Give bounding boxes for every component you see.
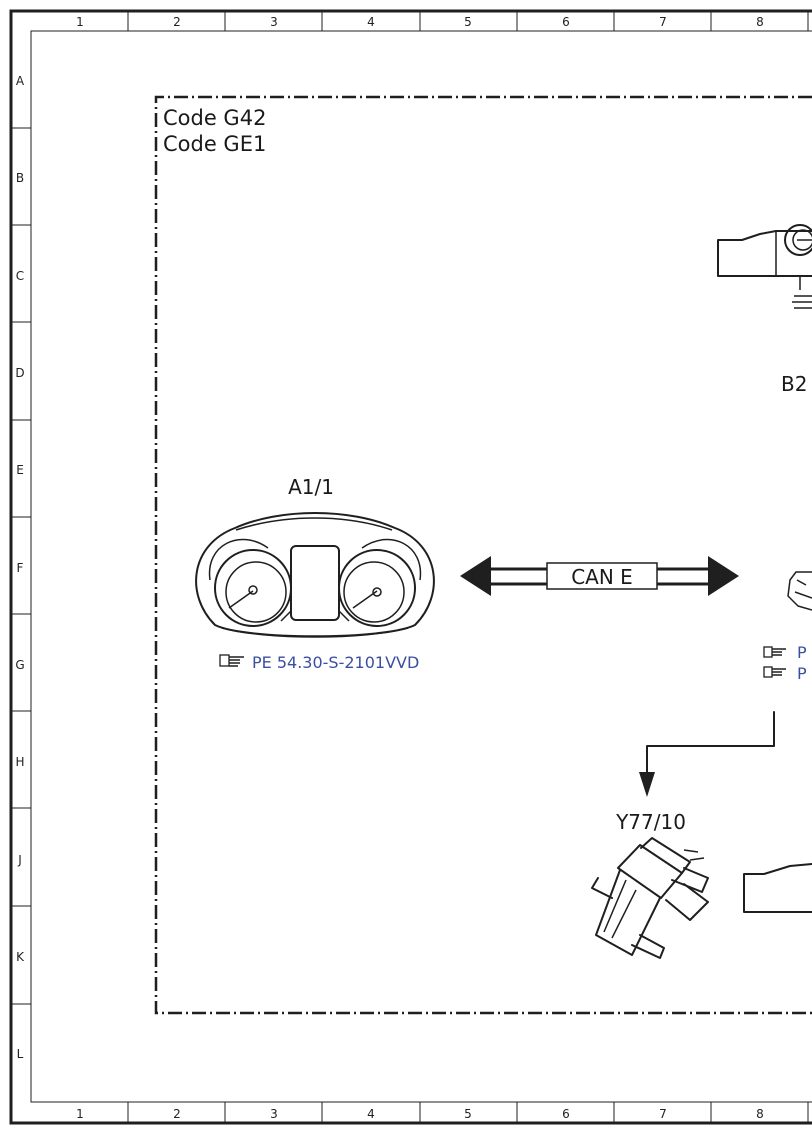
right-reference-links[interactable]: P P [763,643,807,683]
control-line [646,711,775,776]
row-ruler-left: A B C D E F G H J K L [15,74,25,1061]
bus-label: CAN E [571,565,633,589]
solenoid-valve-icon [591,837,709,959]
column-ruler-top: 1 2 3 4 5 6 7 8 [76,15,764,29]
row-label: C [16,269,24,283]
row-label: D [15,366,24,380]
column-label: 6 [562,1107,570,1121]
row-label: J [17,853,22,867]
column-label: 5 [464,1107,472,1121]
code-label-g42: Code G42 [163,106,266,130]
bus-label-box [546,562,658,590]
pointing-hand-icon [219,654,244,667]
column-label: 1 [76,15,84,29]
column-label: 7 [659,1107,667,1121]
sheet-inner-frame [30,30,812,1103]
bus-arrowhead-right [708,556,739,596]
instrument-cluster-icon [195,512,435,638]
row-label: G [15,658,24,672]
column-label: 8 [756,1107,764,1121]
cluster-reference-text[interactable]: PE 54.30-S-2101VVD [252,653,419,672]
column-label: 5 [464,15,472,29]
row-label: L [17,1047,24,1061]
row-label: K [16,950,25,964]
column-label: 8 [756,15,764,29]
row-label: H [15,755,24,769]
column-label: 7 [659,15,667,29]
control-unit-icon [787,571,812,611]
sensor-icon [717,224,812,309]
grid-ruler-ticks [11,11,809,1123]
right-reference-text-1[interactable]: P [797,643,807,662]
right-reference-text-2[interactable]: P [797,664,807,683]
code-label-ge1: Code GE1 [163,132,266,156]
column-label: 3 [270,15,278,29]
valve-label: Y77/10 [615,810,686,834]
sheet-outer-border [9,9,812,1125]
column-label: 3 [270,1107,278,1121]
cluster-label: A1/1 [288,475,334,499]
control-line-arrowhead [639,772,655,797]
sensor-label: B2 [781,372,807,396]
column-label: 2 [173,1107,181,1121]
partial-connector-icon [743,863,812,913]
column-label: 4 [367,1107,375,1121]
cluster-reference-link[interactable]: PE 54.30-S-2101VVD [219,653,419,672]
row-label: E [16,463,24,477]
row-label: A [16,74,25,88]
can-bus-connection: CAN E [460,556,739,596]
column-label: 1 [76,1107,84,1121]
pointing-hand-icon [763,646,786,658]
column-ruler-bottom: 1 2 3 4 5 6 7 8 [76,1107,764,1121]
column-label: 2 [173,15,181,29]
bus-arrowhead-left [460,556,491,596]
row-label: B [16,171,24,185]
pointing-hand-icon [763,666,786,678]
column-label: 4 [367,15,375,29]
row-label: F [17,561,24,575]
column-label: 6 [562,15,570,29]
code-boundary [154,95,812,1015]
